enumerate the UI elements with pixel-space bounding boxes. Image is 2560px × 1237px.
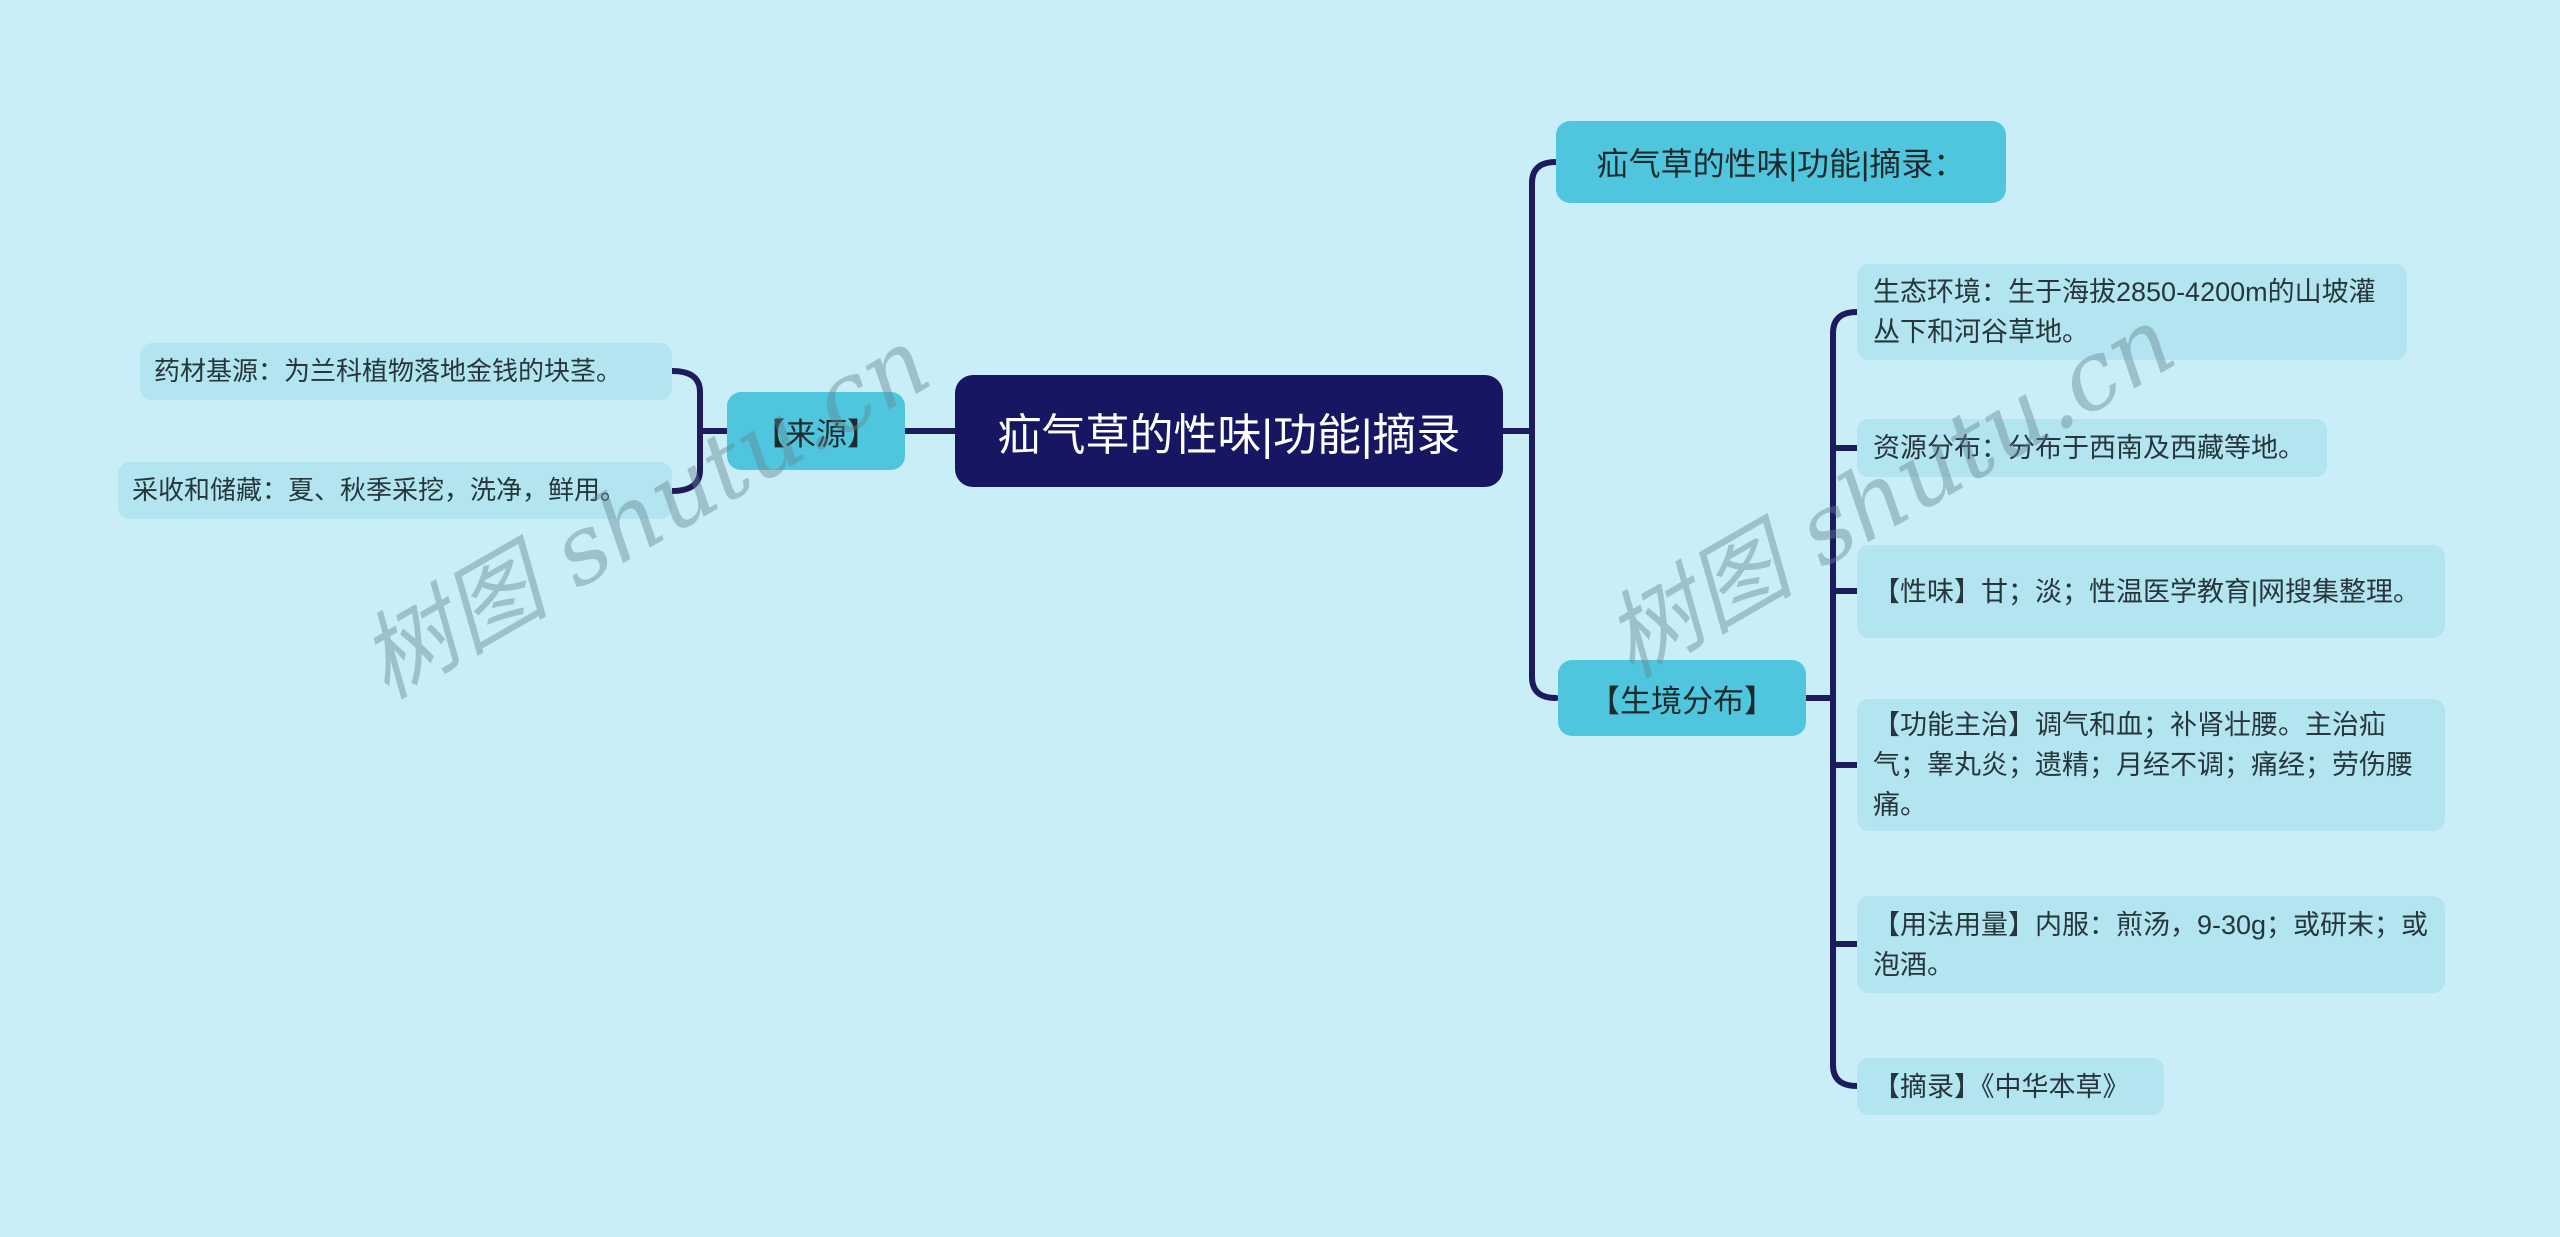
- eco-environment-node[interactable]: 生态环境：生于海拔2850-4200m的山坡灌丛下和河谷草地。: [1857, 264, 2407, 360]
- connector-line: [669, 368, 703, 494]
- harvest-storage-node[interactable]: 采收和储藏：夏、秋季采挖，洗净，鲜用。: [118, 462, 672, 519]
- excerpt-node[interactable]: 【摘录】《中华本草》: [1857, 1058, 2164, 1115]
- material-origin-node[interactable]: 药材基源：为兰科植物落地金钱的块茎。: [140, 343, 672, 400]
- root-node[interactable]: 疝气草的性味|功能|摘录: [955, 375, 1503, 487]
- habitat-topic-node[interactable]: 【生境分布】: [1558, 660, 1806, 736]
- source-topic-node[interactable]: 【来源】: [727, 392, 905, 470]
- taste-node[interactable]: 【性味】甘；淡；性温医学教育|网搜集整理。: [1857, 545, 2445, 638]
- resource-distribution-node[interactable]: 资源分布：分布于西南及西藏等地。: [1857, 419, 2327, 477]
- connector-line: [1529, 159, 1559, 701]
- summary-title-node[interactable]: 疝气草的性味|功能|摘录：: [1556, 121, 2006, 203]
- function-indication-node[interactable]: 【功能主治】调气和血；补肾壮腰。主治疝气；睾丸炎；遗精；月经不调；痛经；劳伤腰痛…: [1857, 699, 2445, 831]
- connector-line: [1830, 309, 1860, 1089]
- dosage-node[interactable]: 【用法用量】内服：煎汤，9-30g；或研末；或泡酒。: [1857, 896, 2445, 993]
